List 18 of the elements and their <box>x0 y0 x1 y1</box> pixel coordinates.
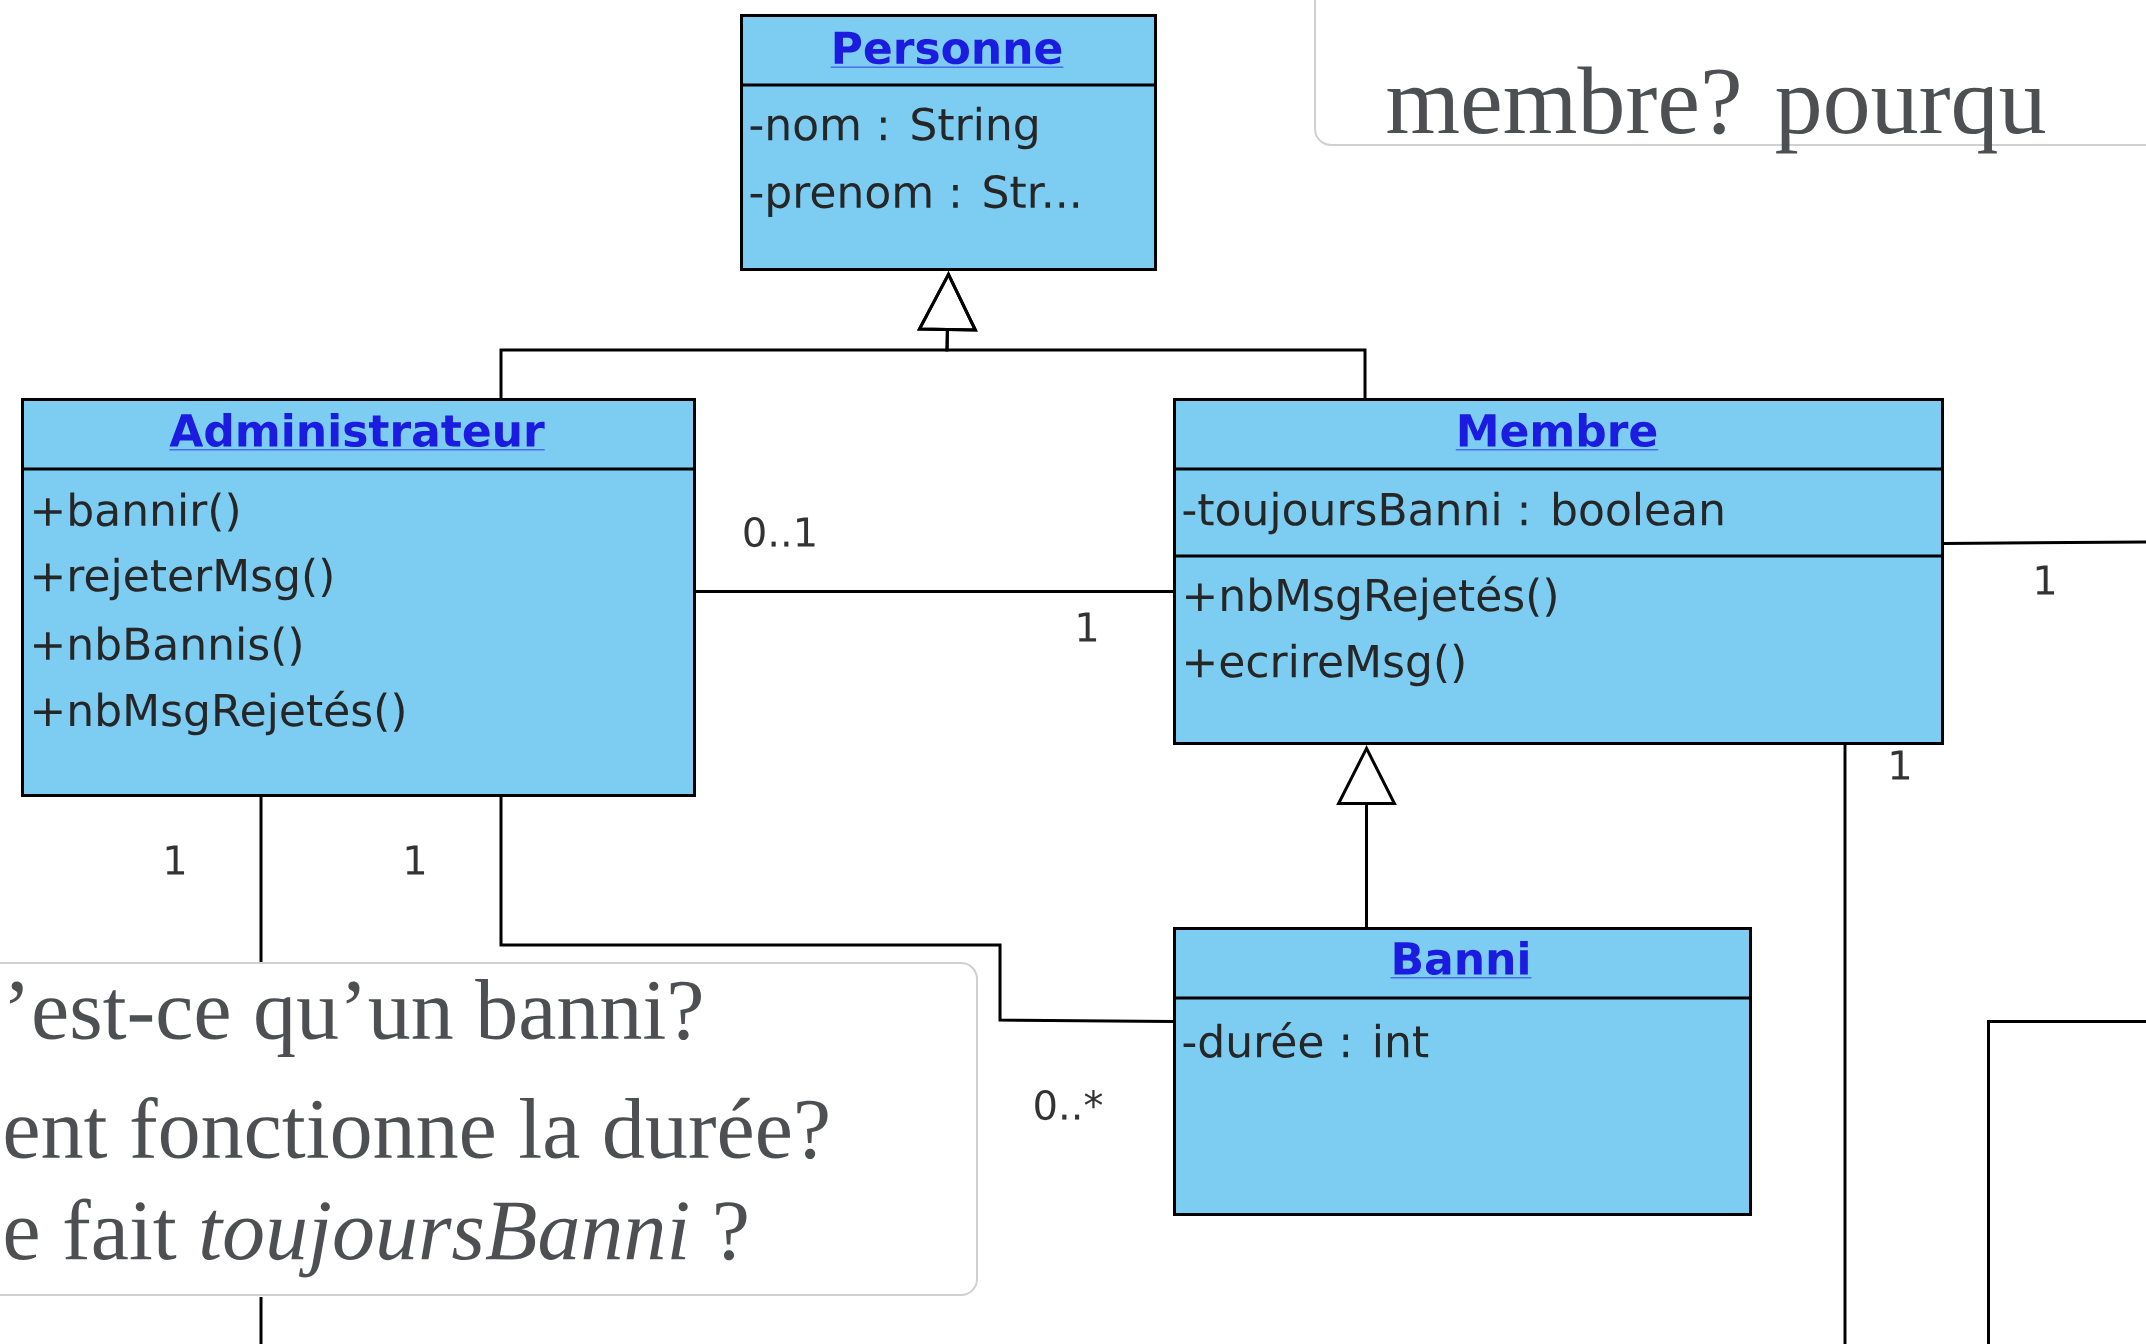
multiplicity-label: 1 <box>406 845 425 875</box>
multiplicity-label: 0..* <box>1035 1089 1103 1121</box>
callout-box: membre? pourqu <box>1314 0 2146 154</box>
multiplicity-label: 0..1 <box>744 516 815 548</box>
multiplicity-label: 1 <box>2036 565 2055 595</box>
class-box: Personne -nom : String -prenom : Str... <box>740 14 1157 271</box>
association-line <box>499 797 1174 1023</box>
class-box <box>1987 1020 2146 1344</box>
association-line <box>1843 745 1847 1344</box>
multiplicity-label: 1 <box>166 845 185 875</box>
class-box: Membre -toujoursBanni : boolean +nbMsgRejetés() +ecrireMsg() <box>1173 398 1944 745</box>
multiplicity-label: 1 <box>1078 612 1097 642</box>
association-line <box>259 797 263 962</box>
class-box: Banni -durée : int <box>1173 927 1753 1216</box>
class-box: Administrateur +bannir() +rejeterMsg() +nbBannis() +nbMsgRejetés() <box>21 398 696 797</box>
callout-box: ’est-ce qu’un banni? ent fonctionne la durée? e fait toujoursBanni ? <box>0 962 978 1296</box>
association-line <box>1944 540 2146 545</box>
association-line <box>696 590 1173 593</box>
